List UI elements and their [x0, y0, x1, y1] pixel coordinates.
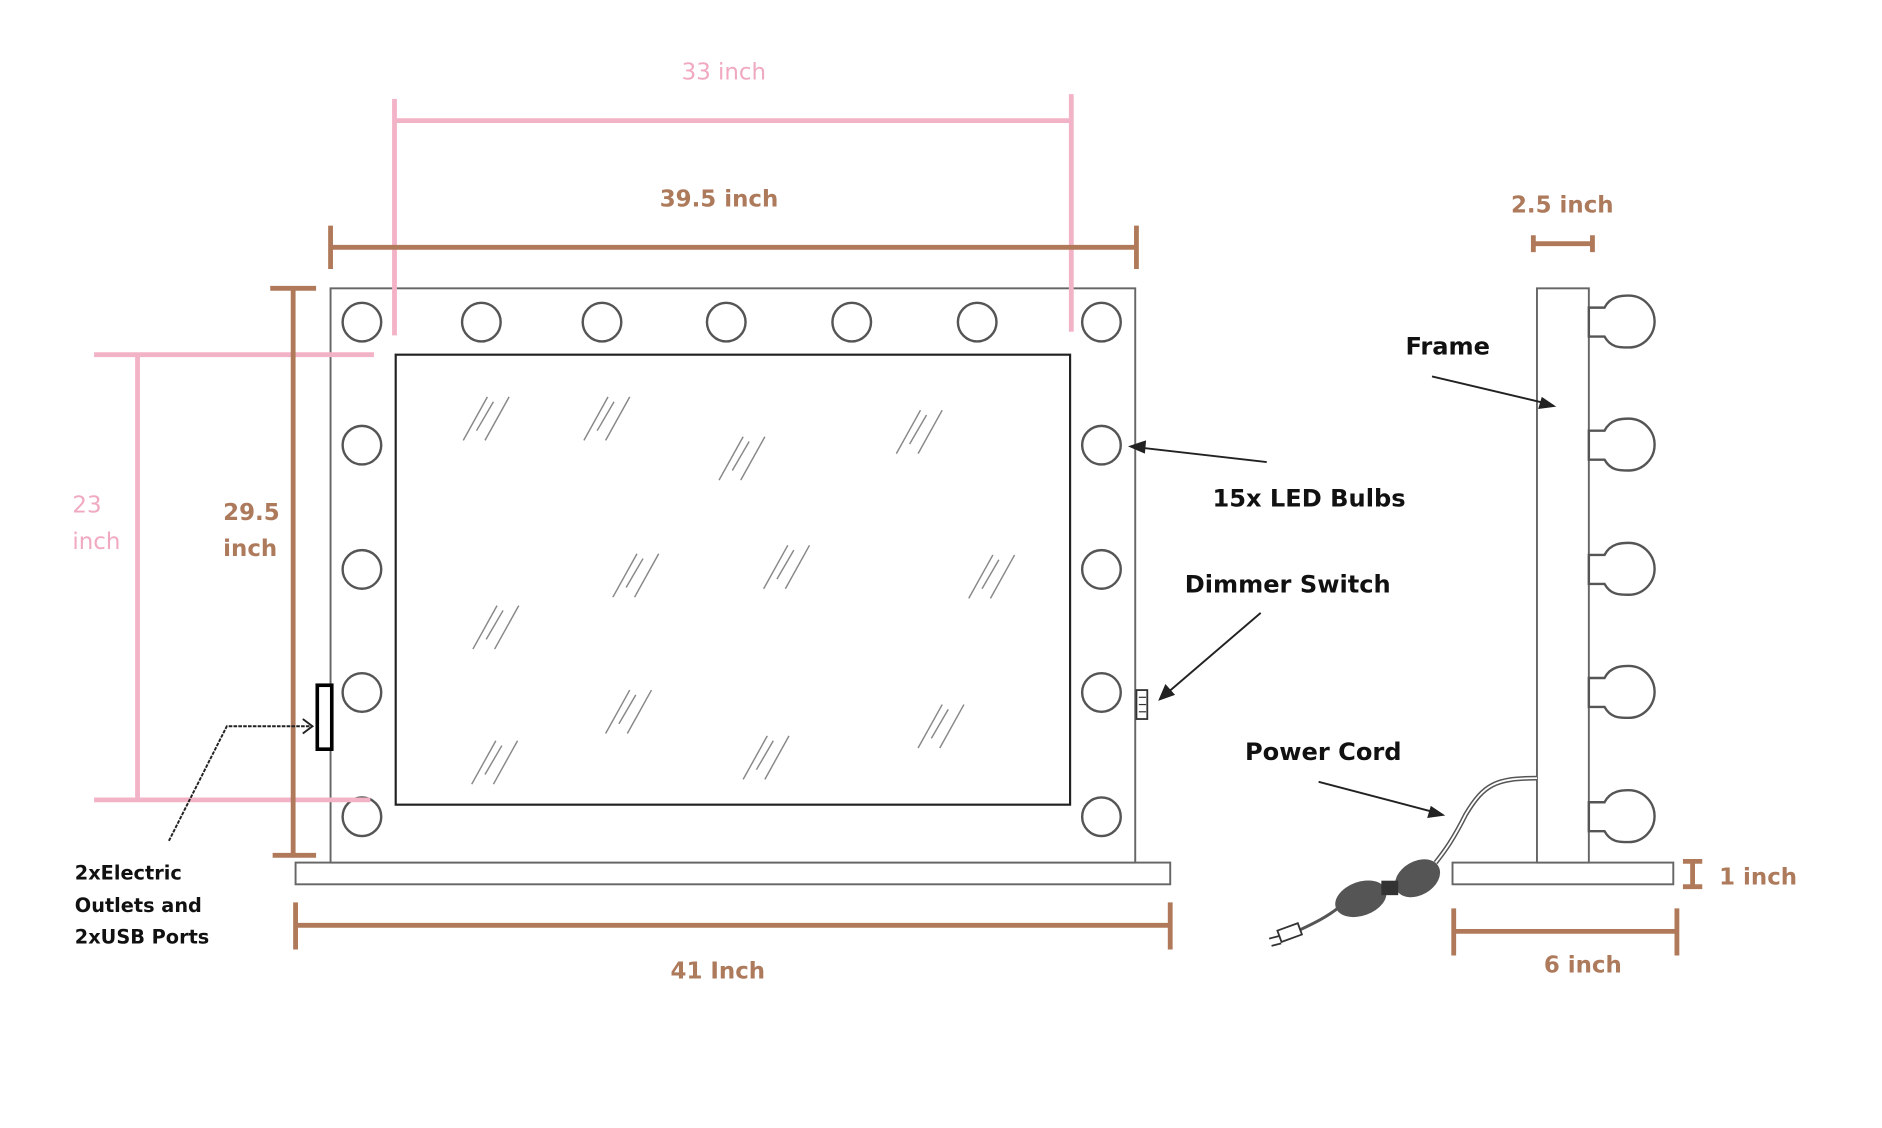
- side-bulb-icon: [1587, 664, 1656, 720]
- reflection-mark: [930, 709, 949, 739]
- bulb-icon: [341, 796, 383, 838]
- reflection-mark: [626, 689, 653, 734]
- front-view: [294, 287, 1172, 886]
- bulb-icon: [341, 671, 383, 713]
- side-bulbs-group: [1587, 294, 1656, 844]
- base-depth-dimension: 6 inch: [1451, 908, 1680, 978]
- reflection-mark: [604, 396, 631, 441]
- reflection-mark: [493, 605, 520, 650]
- power-cord-label: Power Cord: [1245, 738, 1402, 766]
- bulbs-label: 15x LED Bulbs: [1212, 485, 1405, 513]
- mirror-glass: [394, 353, 1072, 806]
- bulb-icon: [581, 301, 623, 343]
- bulb-icon: [705, 301, 747, 343]
- inner-width-label: 33 inch: [682, 60, 766, 86]
- reflection-mark: [475, 401, 495, 432]
- reflection-mark: [625, 558, 644, 588]
- bulbs-callout: 15x LED Bulbs: [1127, 440, 1406, 513]
- bulb-icon: [341, 301, 383, 343]
- reflection-mark: [583, 396, 609, 441]
- base-depth-label: 6 inch: [1544, 952, 1622, 978]
- inner-height-dimension: 23 inch: [72, 352, 374, 803]
- side-bulb-icon: [1587, 417, 1656, 472]
- power-cord: [1268, 775, 1537, 947]
- reflection-mark: [981, 559, 1000, 590]
- frame-height-unit: inch: [223, 536, 277, 562]
- side-depth-dimension: 2.5 inch: [1511, 192, 1614, 253]
- reflection-mark: [755, 740, 774, 771]
- reflection-mark: [939, 704, 965, 749]
- reflection-mark: [604, 689, 631, 734]
- reflection-mark: [895, 409, 922, 454]
- side-bulb-icon: [1587, 541, 1656, 596]
- bulbs-group: [341, 301, 1122, 838]
- reflection-mark: [472, 605, 498, 650]
- frame-width-label: 39.5 inch: [660, 186, 779, 212]
- reflection-mark: [718, 436, 744, 481]
- reflection-mark: [484, 396, 510, 441]
- bulb-icon: [1080, 548, 1122, 590]
- side-base: [1451, 861, 1675, 886]
- bulb-icon: [1080, 301, 1122, 343]
- bulb-icon: [341, 424, 383, 466]
- reflection-mark: [917, 704, 943, 749]
- outlets-label-1: 2xElectric: [75, 861, 182, 884]
- outlets-label-3: 2xUSB Ports: [75, 925, 210, 948]
- reflection-mark: [492, 740, 519, 785]
- base-plate: [294, 861, 1172, 886]
- inner-height-value: 23: [72, 493, 101, 519]
- reflection-mark: [612, 553, 638, 598]
- inner-height-unit: inch: [72, 529, 120, 555]
- reflection-mark: [618, 694, 637, 725]
- reflection-mark: [909, 414, 928, 445]
- reflection-mark: [596, 401, 615, 432]
- glass-reflection-marks: [462, 396, 1016, 785]
- outlets-callout: 2xElectric Outlets and 2xUSB Ports: [75, 718, 315, 948]
- reflection-mark: [968, 554, 994, 599]
- reflection-mark: [471, 740, 497, 785]
- side-depth-label: 2.5 inch: [1511, 192, 1614, 218]
- reflection-mark: [989, 554, 1016, 599]
- base-thickness-label: 1 inch: [1719, 864, 1797, 890]
- frame-label: Frame: [1405, 333, 1490, 361]
- base-thickness-dimension: 1 inch: [1682, 858, 1797, 890]
- dimmer-label: Dimmer Switch: [1185, 570, 1391, 598]
- reflection-mark: [763, 544, 789, 590]
- bulb-icon: [831, 301, 873, 343]
- frame-height-value: 29.5: [223, 500, 280, 526]
- reflection-mark: [731, 441, 750, 471]
- bulb-icon: [1080, 671, 1122, 713]
- reflection-mark: [742, 735, 768, 780]
- side-view: [1268, 287, 1675, 947]
- frame-callout: Frame: [1405, 333, 1557, 409]
- frame-width-dimension: 39.5 inch: [328, 186, 1139, 270]
- reflection-mark: [633, 553, 660, 598]
- outlet-panel: [315, 683, 334, 751]
- bulb-icon: [341, 548, 383, 590]
- side-frame: [1536, 287, 1590, 864]
- bulb-icon: [460, 301, 502, 343]
- power-cord-callout: Power Cord: [1245, 738, 1446, 818]
- reflection-mark: [462, 396, 489, 441]
- base-width-dimension: 41 Inch: [293, 902, 1173, 984]
- reflection-mark: [484, 745, 503, 775]
- inner-width-dimension: 33 inch: [392, 60, 1074, 336]
- bulb-icon: [1080, 796, 1122, 838]
- bulb-icon: [956, 301, 998, 343]
- reflection-mark: [917, 409, 943, 454]
- dimmer-callout: Dimmer Switch: [1158, 570, 1391, 701]
- frame-height-dimension: 29.5 inch: [223, 285, 317, 858]
- reflection-mark: [764, 735, 790, 780]
- outlets-label-2: Outlets and: [75, 894, 202, 917]
- reflection-mark: [740, 436, 766, 481]
- side-bulb-icon: [1587, 294, 1656, 349]
- base-width-label: 41 Inch: [671, 958, 766, 984]
- bulb-icon: [1080, 424, 1122, 466]
- reflection-mark: [784, 544, 811, 590]
- side-bulb-icon: [1587, 788, 1656, 844]
- reflection-mark: [485, 610, 504, 640]
- reflection-mark: [776, 549, 795, 580]
